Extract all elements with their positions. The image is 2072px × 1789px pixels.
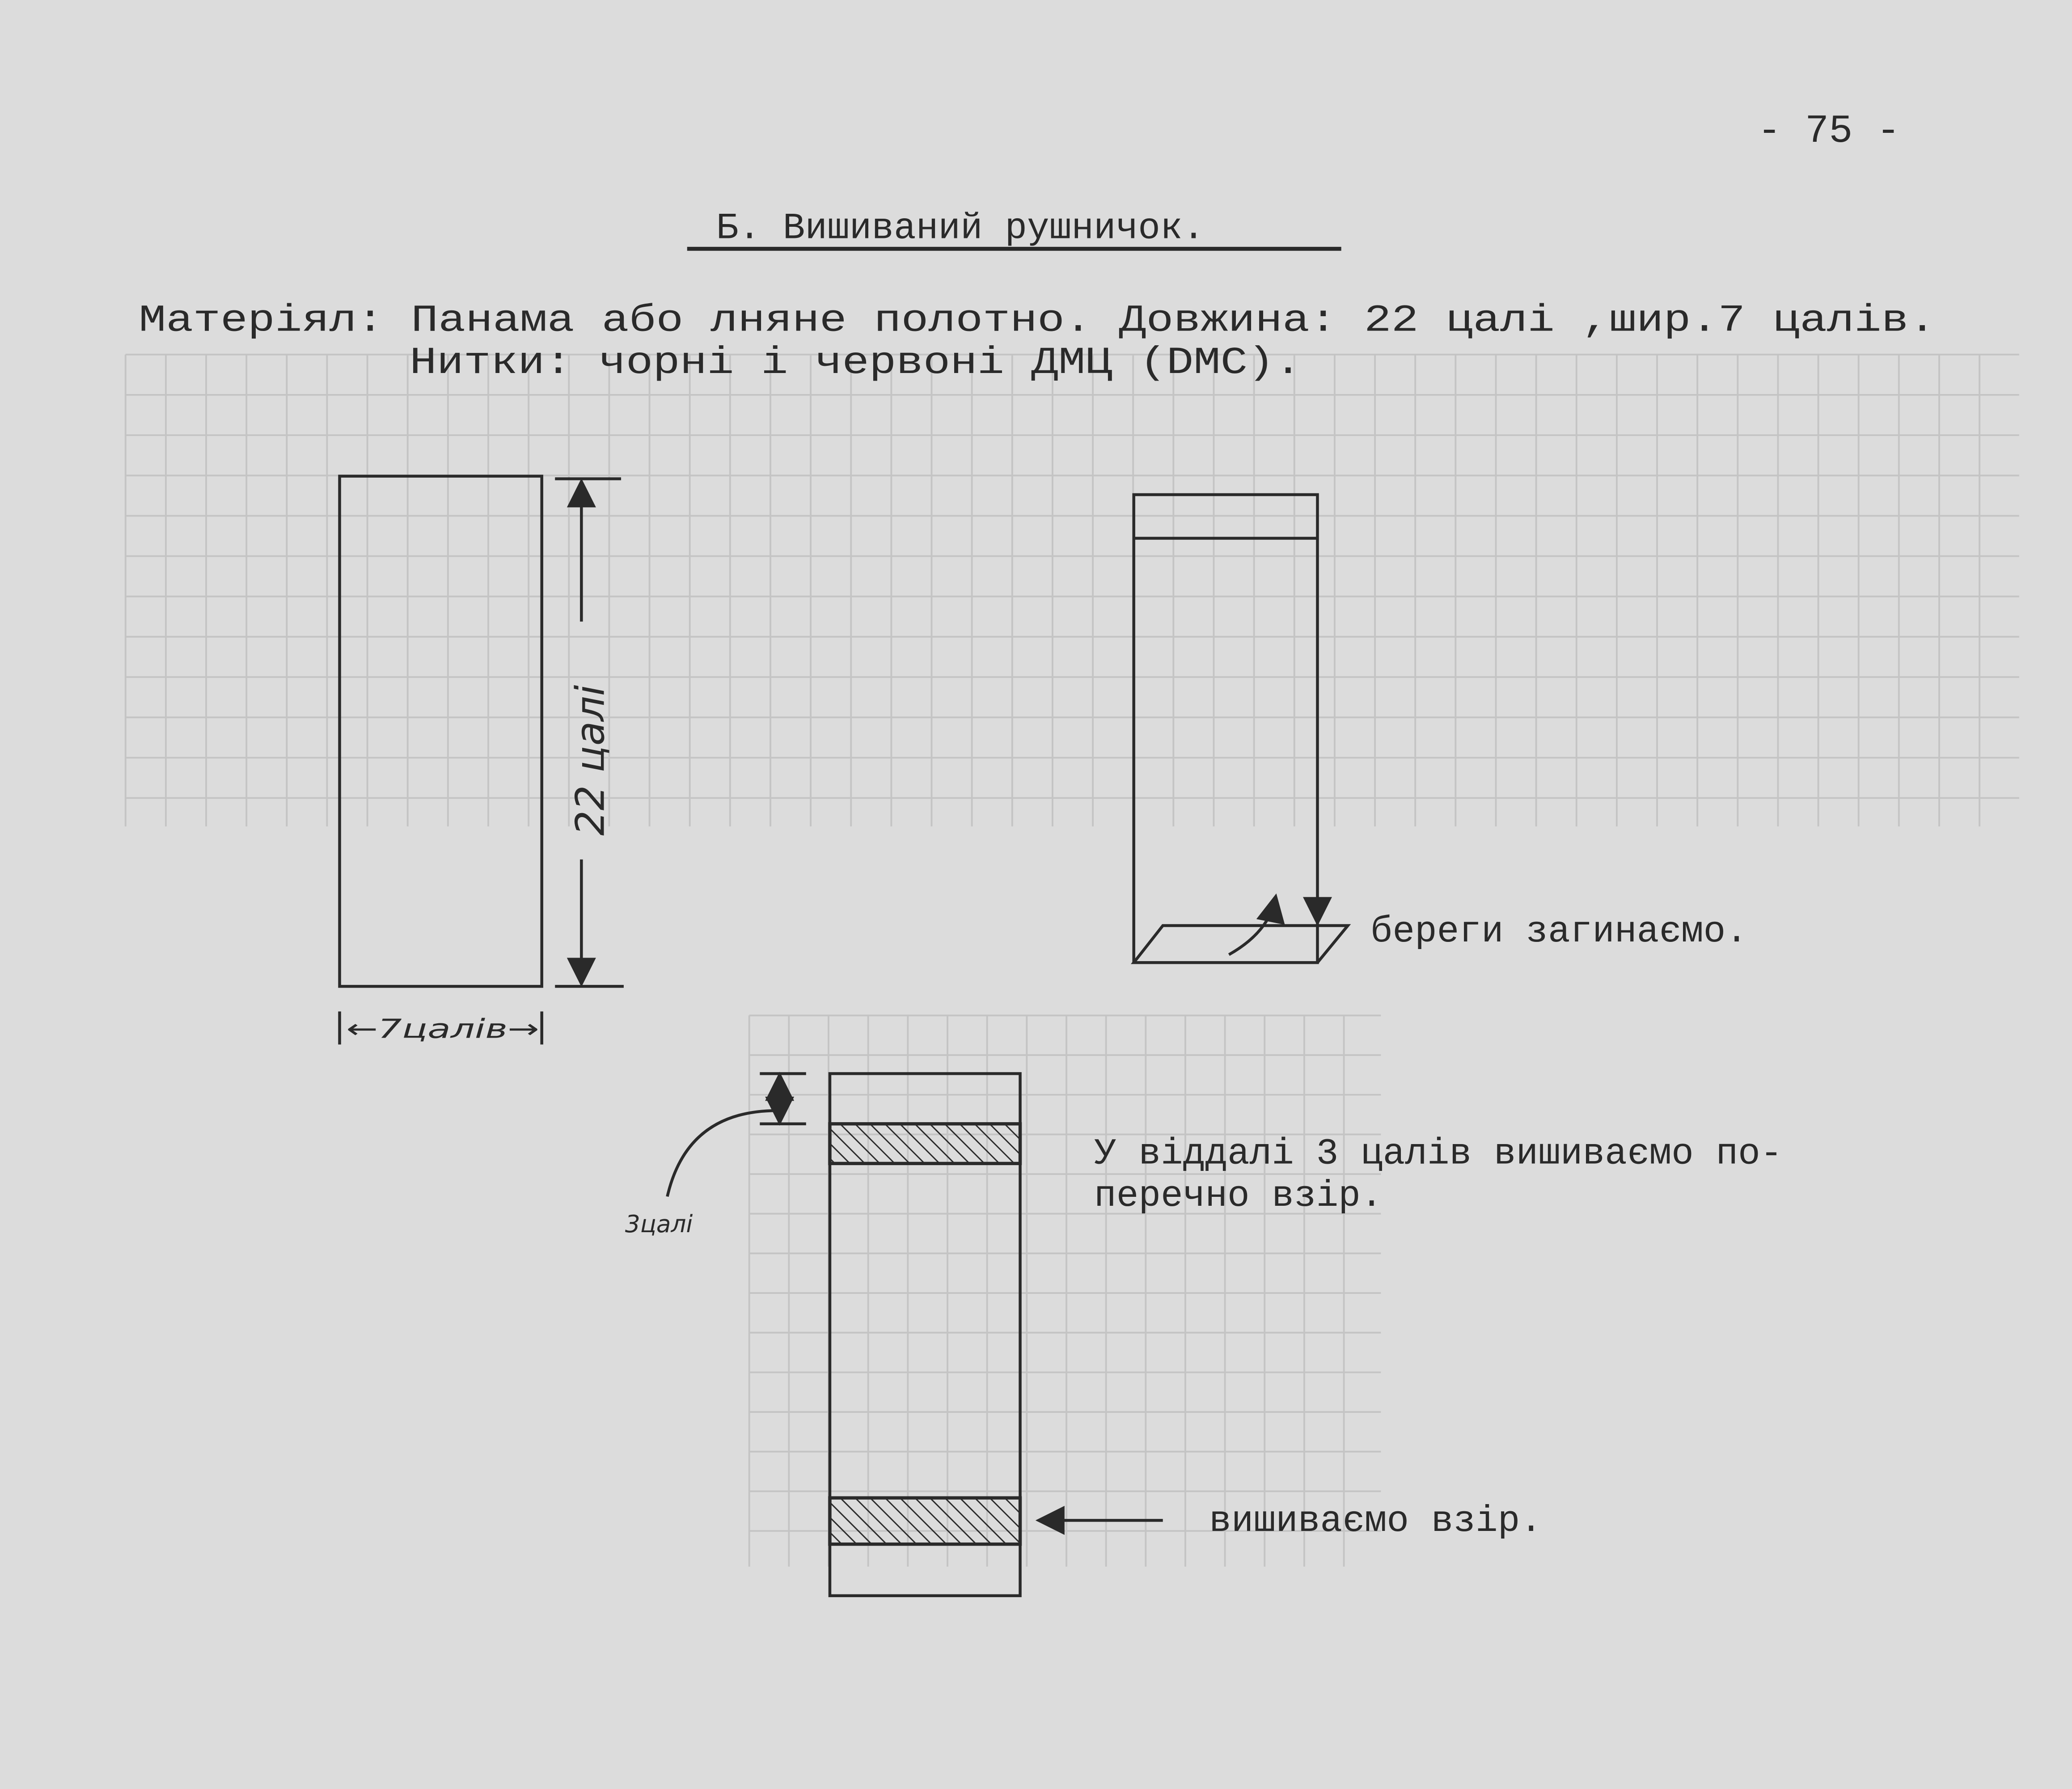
- distance-label: 3цалі: [625, 1210, 693, 1238]
- figure-embroidery-placement: 3цалі У віддалі 3 цалів вишиваємо по- пе…: [625, 1072, 1782, 1598]
- towel-outline-fold: [1132, 493, 1319, 964]
- figure-towel-dimensions: 22 цалі ←7цалів→: [338, 475, 624, 1045]
- fold-arrow: [1228, 893, 1285, 956]
- folded-edge: [1131, 924, 1351, 964]
- page-number: - 75 -: [1758, 109, 1900, 154]
- note-line-2: перечно взір.: [1094, 1175, 1383, 1217]
- length-label: 22 цалі: [567, 685, 613, 835]
- threads-line: Нитки: чорні і червоні ДМЦ (DMC).: [410, 341, 1302, 385]
- bleed-through-grid: [124, 353, 2019, 827]
- note-line-1: У віддалі 3 цалів вишиваємо по-: [1094, 1132, 1782, 1174]
- page-title: Б. Вишиваний рушничок.: [716, 208, 1205, 250]
- figure-fold-edges: береги загинаємо.: [1131, 493, 1748, 964]
- material-line: Матеріял: Панама або лняне полотно. Довж…: [139, 299, 1936, 343]
- top-embroidery-band: [828, 1122, 1022, 1166]
- towel-outline-embroidery: [828, 1072, 1022, 1598]
- leader-line: [666, 1109, 777, 1197]
- width-label: ←7цалів→: [346, 1013, 539, 1044]
- towel-outline: [338, 475, 543, 988]
- bottom-embroidery-band: [828, 1496, 1022, 1546]
- bleed-through-grid-lower: [748, 1014, 1381, 1567]
- fold-label: береги загинаємо.: [1370, 911, 1748, 953]
- embroider-label: вишиваємо взір.: [1209, 1500, 1542, 1542]
